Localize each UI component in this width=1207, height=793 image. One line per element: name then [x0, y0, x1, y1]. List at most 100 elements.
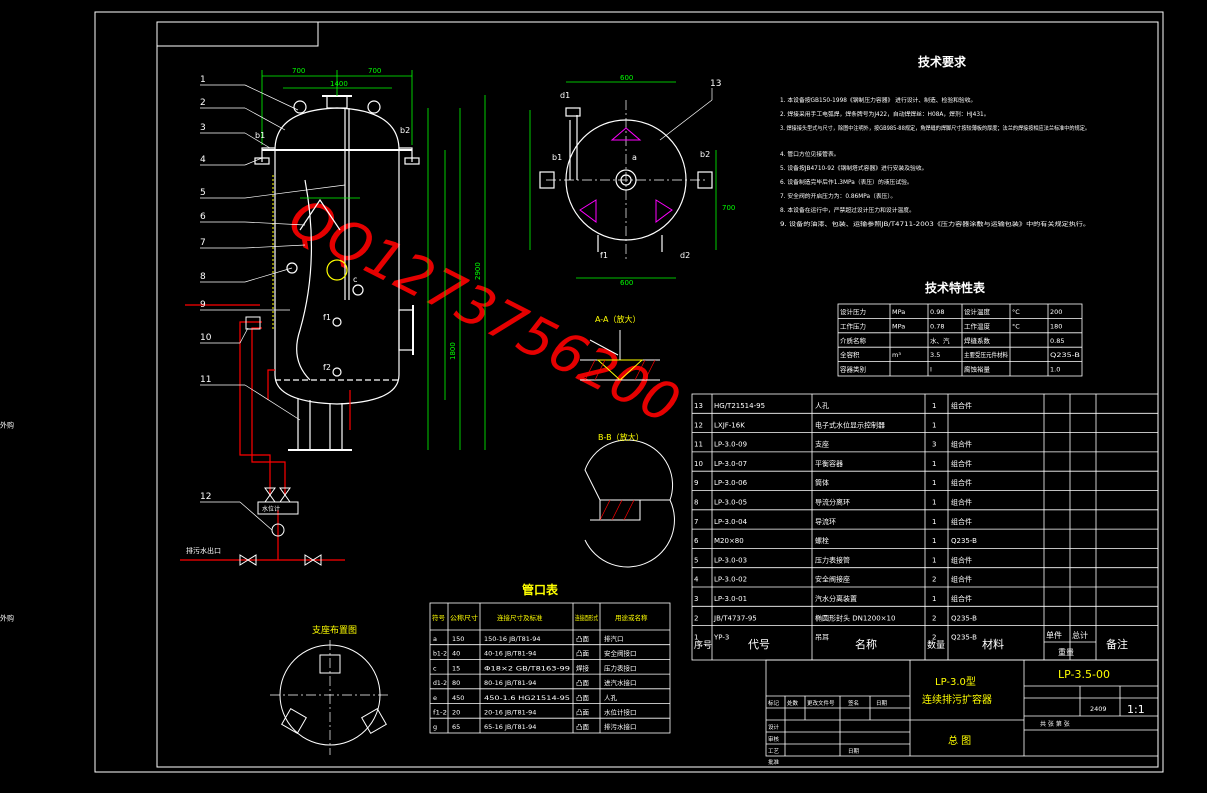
bom-cell: 组合件	[951, 555, 972, 564]
bom-cell: 6	[694, 537, 699, 545]
part-label-9: 9	[200, 300, 206, 310]
nozzle-cell: 450	[452, 694, 464, 702]
char-cell: 1.0	[1050, 366, 1060, 374]
part-label-1: 1	[200, 75, 206, 85]
nozzle-cell: 水位计接口	[604, 708, 637, 717]
char-cell: 3.5	[930, 351, 940, 359]
bom-cell: 1	[932, 595, 936, 603]
nozzle-cell: 20	[452, 709, 460, 717]
bom-header-weight: 重量	[1058, 647, 1074, 657]
tb-label-mark: 标记	[768, 699, 780, 707]
bom-header-remark: 备注	[1106, 637, 1128, 651]
bom-cell: 1	[932, 479, 936, 487]
bom-cell: 1	[932, 556, 936, 564]
plan-mark-b2: b2	[700, 150, 710, 159]
sheet-label: 共 张 第 张	[1040, 720, 1070, 728]
char-cell: 容器类别	[840, 365, 866, 374]
nozzle-cell: c	[433, 664, 437, 672]
bom-cell: 1	[932, 460, 936, 468]
detail-b-label: B-B（放大）	[598, 432, 644, 442]
bom-header-material: 材料	[982, 637, 1004, 651]
nozzle-cell: g	[433, 723, 437, 731]
part-label-3: 3	[200, 123, 206, 133]
nozzle-cell: a	[433, 635, 437, 643]
nozzle-cell: 人孔	[604, 694, 618, 702]
nozzle-cell: 凸面	[576, 723, 590, 731]
nozzle-cell: 80	[452, 679, 460, 687]
part-label-5: 5	[200, 188, 206, 198]
bom-cell: 1	[932, 499, 936, 507]
nozzle-table-title: 管口表	[522, 582, 559, 597]
char-cell: m³	[892, 351, 901, 359]
tech-req-title: 技术要求	[918, 54, 967, 69]
nozzle-cell: 凸面	[576, 650, 590, 658]
char-cell: 设计温度	[964, 307, 991, 316]
bom-cell: 螺栓	[815, 536, 829, 545]
title-block-grid	[765, 659, 1159, 757]
characteristics-table-grid	[837, 303, 1083, 377]
plan-mark-b1: b1	[552, 153, 562, 162]
tb-label-date: 日期	[876, 700, 888, 707]
bom-cell: LP-3.0-05	[714, 499, 747, 507]
scale-value: 1:1	[1127, 703, 1145, 716]
bom-cell: LP-3.0-02	[714, 576, 747, 584]
plan-nozzle-marks: d1 b1 b2 a f1 d2	[552, 91, 710, 260]
bom-cell: 组合件	[951, 575, 972, 584]
nozzle-cell: 进汽水接口	[604, 678, 637, 687]
mark-b1: b1	[255, 131, 265, 140]
nozzle-cell: 20-16 JB/T81-94	[484, 709, 536, 717]
plan-mark-d2: d2	[680, 251, 690, 260]
tech-req-item: 5. 设备按JB4710-92《钢制塔式容器》进行安装及验收。	[780, 164, 927, 172]
nozzle-cell: 凸面	[576, 679, 590, 687]
sewer-device-label: 水位计	[262, 505, 280, 513]
bom-cell: 导流环	[815, 517, 836, 526]
tech-req-item: 1. 本设备按GB150-1998《钢制压力容器》 进行设计、制造、检验和验收。	[780, 96, 976, 104]
char-cell: °C	[1012, 308, 1020, 316]
weld-detail-a	[580, 330, 660, 381]
nozzle-cell: 65	[452, 723, 460, 731]
nozzle-table-header: 符号 公称尺寸 连接尺寸及标准 连接面形式 用途或名称	[432, 613, 648, 622]
plan-mark-d1: d1	[560, 91, 570, 100]
plan-mark-a: a	[632, 153, 637, 162]
tb-label-date-2: 日期	[848, 748, 860, 755]
support-layout	[270, 640, 390, 755]
char-cell: 设计压力	[840, 307, 866, 316]
nozzle-cell: d1-2	[433, 679, 447, 687]
bom-cell: 组合件	[951, 498, 972, 507]
mass-value: 2409	[1090, 705, 1107, 713]
detail-a-label: A-A（放大）	[595, 314, 640, 324]
bom-cell: 筒体	[815, 478, 829, 487]
nozzle-cell: 450-1.6 HG21514-95	[484, 694, 570, 702]
sewer-label: 排污水出口	[186, 546, 221, 555]
bom-header: 序号 代号 名称 数量 材料 单件 总计 重量 备注	[694, 630, 1128, 657]
nozzle-cell: 压力表接口	[604, 663, 637, 672]
nozzle-cell: e	[433, 694, 437, 702]
bom-cell: JB/T4737-95	[713, 614, 757, 622]
nozzle-cell: Φ18×2 GB/T8163-99	[484, 664, 570, 672]
bom-cell: 1	[932, 518, 936, 526]
product-name-line1: LP-3.0型	[935, 675, 976, 688]
nozzle-cell: 40-16 JB/T81-94	[484, 650, 536, 658]
dim-top-width: 1400	[330, 80, 348, 88]
bom-cell: 2	[694, 614, 698, 622]
bom-header-no: 序号	[694, 639, 712, 651]
tech-req-item: 8. 本设备在运行中，严禁超过设计压力和设计温度。	[780, 206, 915, 214]
nozzle-cell: b1-2	[433, 650, 447, 658]
nozzle-h-face: 连接面形式	[575, 613, 598, 622]
characteristics-title: 技术特性表	[925, 280, 986, 295]
bom-cell: Q235-B	[951, 614, 977, 622]
nozzle-h-std: 连接尺寸及标准	[497, 613, 543, 622]
watermark: QQ1273756200	[279, 185, 689, 436]
vessel-elevation	[254, 95, 420, 451]
tech-req-item: 9. 设备的油漆、包装、运输参照JB/T4711-2003《压力容器涂敷与运输包…	[780, 220, 1090, 228]
piping-lines	[180, 304, 351, 561]
char-cell: 工作压力	[840, 321, 866, 330]
bom-cell: 5	[694, 556, 698, 564]
char-cell: 水、汽	[930, 336, 950, 345]
plan-dim-bottom: 600	[620, 279, 633, 287]
bom-header-code: 代号	[748, 638, 770, 651]
bom-cell: 1	[932, 402, 936, 410]
